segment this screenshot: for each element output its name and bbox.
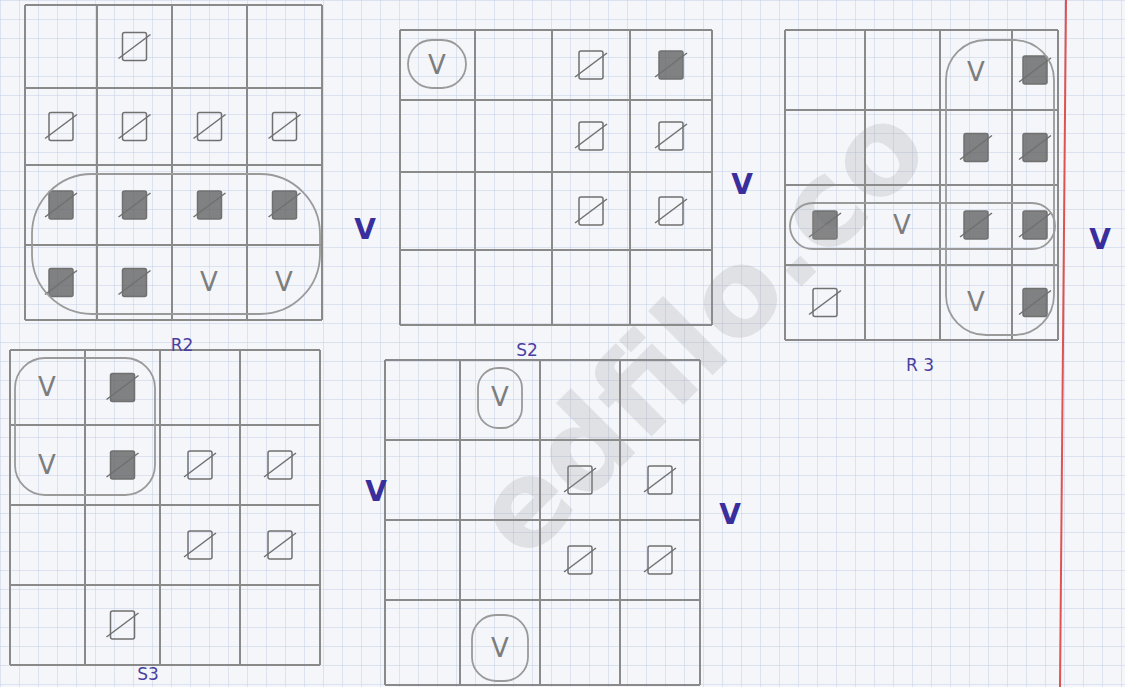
group-loop — [472, 615, 528, 681]
cell-slash — [655, 124, 687, 148]
group-loop — [946, 40, 1054, 335]
map-line — [25, 164, 322, 166]
cell-slash — [960, 213, 992, 237]
map-line — [785, 339, 1058, 341]
cell-mark: V — [275, 269, 293, 295]
map-line — [400, 171, 712, 173]
cell-slash — [269, 193, 301, 217]
map-line — [785, 109, 1058, 111]
check-mark: V — [365, 478, 387, 506]
map-line — [321, 5, 323, 320]
cell-slash — [45, 115, 77, 139]
group-loop — [15, 358, 155, 495]
map-line — [96, 5, 98, 320]
map-name: R2 — [171, 337, 194, 354]
map-line — [9, 350, 11, 665]
map-line — [551, 30, 553, 325]
map-line — [239, 350, 241, 665]
map-line — [385, 684, 700, 686]
cell-slash — [655, 53, 687, 77]
cell-slash — [644, 548, 676, 572]
map-line — [25, 4, 322, 6]
cell-slash — [575, 199, 607, 223]
check-mark: V — [1089, 226, 1111, 254]
map-line — [384, 360, 386, 685]
map-line — [400, 249, 712, 251]
map-line — [400, 29, 712, 31]
cell-slash — [1019, 136, 1051, 160]
check-mark: V — [719, 501, 741, 529]
cell-slash — [960, 136, 992, 160]
group-loop — [408, 40, 466, 88]
check-mark: V — [354, 216, 376, 244]
cell-slash — [264, 533, 296, 557]
cell-slash — [119, 115, 151, 139]
map-line — [171, 5, 173, 320]
cell-slash — [45, 271, 77, 295]
cell-slash — [264, 453, 296, 477]
map-name: S2 — [516, 342, 538, 359]
map-line — [399, 30, 401, 325]
cell-slash — [1019, 58, 1051, 82]
map-line — [84, 350, 86, 665]
cell-slash — [1019, 291, 1051, 315]
map-line — [629, 30, 631, 325]
cell-mark: V — [967, 59, 985, 85]
cell-slash — [1019, 213, 1051, 237]
map-line — [25, 319, 322, 321]
cell-mark: V — [38, 452, 56, 478]
cell-slash — [184, 533, 216, 557]
map-line — [10, 504, 320, 506]
cell-slash — [119, 35, 151, 59]
cell-slash — [194, 193, 226, 217]
cell-slash — [644, 468, 676, 492]
map-line — [319, 350, 321, 665]
cell-slash — [184, 453, 216, 477]
cell-slash — [575, 53, 607, 77]
cell-slash — [564, 548, 596, 572]
map-line — [25, 87, 322, 89]
map-line — [24, 5, 26, 320]
map-line — [459, 360, 461, 685]
cell-slash — [119, 193, 151, 217]
group-loop — [478, 368, 522, 428]
map-line — [400, 99, 712, 101]
cell-slash — [107, 376, 139, 400]
map-line — [10, 664, 320, 666]
map-line — [10, 424, 320, 426]
map-line — [159, 350, 161, 665]
map-line — [785, 29, 1058, 31]
group-loop — [32, 174, 320, 314]
map-line — [385, 599, 700, 601]
cell-mark: V — [491, 384, 509, 410]
map-line — [246, 5, 248, 320]
map-line — [10, 349, 320, 351]
map-name: S3 — [137, 666, 159, 683]
cell-slash — [107, 453, 139, 477]
cell-slash — [107, 613, 139, 637]
cell-mark: V — [428, 52, 446, 78]
cell-slash — [575, 124, 607, 148]
map-line — [25, 244, 322, 246]
cell-slash — [194, 115, 226, 139]
cell-slash — [119, 271, 151, 295]
cell-mark: V — [491, 635, 509, 661]
map-name: R 3 — [906, 357, 934, 374]
cell-slash — [45, 193, 77, 217]
map-line — [474, 30, 476, 325]
cell-mark: V — [200, 269, 218, 295]
cell-mark: V — [967, 289, 985, 315]
cell-slash — [269, 115, 301, 139]
cell-mark: V — [38, 374, 56, 400]
map-line — [10, 584, 320, 586]
cell-slash — [655, 199, 687, 223]
